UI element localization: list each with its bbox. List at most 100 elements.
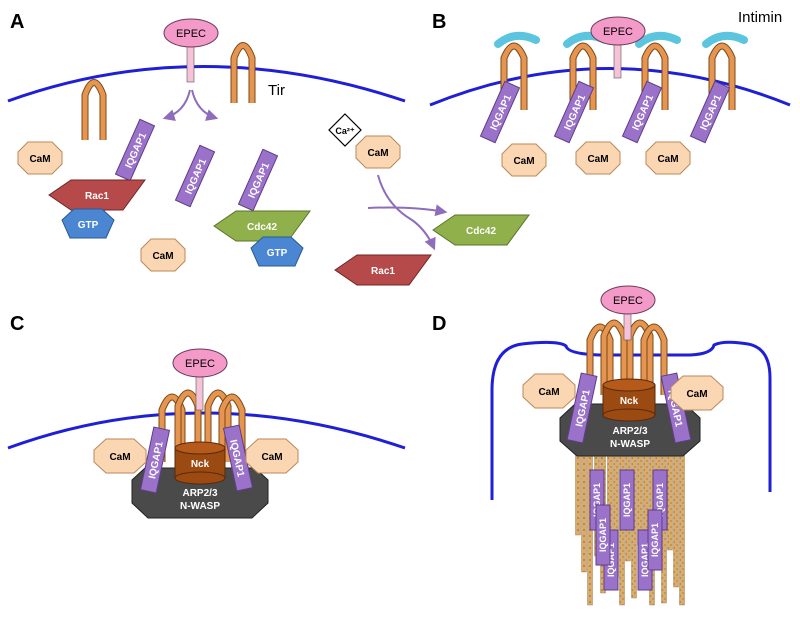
panel-label-b: B bbox=[432, 11, 446, 33]
cam-a-3: CaM bbox=[355, 135, 401, 169]
arrow-a-cdc42 bbox=[367, 204, 448, 217]
actin-filament bbox=[673, 454, 679, 588]
calcium-ion: Ca²⁺ bbox=[328, 113, 362, 147]
cdc42-a-1: Cdc42 bbox=[213, 210, 311, 242]
rac1-label: Rac1 bbox=[85, 191, 109, 202]
iqgap1-filament-label: IQGAP1 bbox=[592, 483, 602, 517]
nck-label: Nck bbox=[191, 459, 210, 470]
svg-text:CaM: CaM bbox=[538, 387, 559, 398]
arp-label-d-1: ARP2/3 bbox=[612, 426, 647, 437]
iqgap1-b-1: IQGAP1 bbox=[479, 80, 521, 144]
epec-a bbox=[163, 18, 219, 48]
cam-a-1: CaM bbox=[17, 141, 63, 175]
iqgap1-filament-label: IQGAP1 bbox=[622, 483, 632, 517]
iqgap1-filament-label: IQGAP1 bbox=[606, 543, 616, 577]
cam-d-2: CaM bbox=[670, 375, 724, 411]
cam-d-1: CaM bbox=[522, 373, 576, 409]
svg-text:EPEC: EPEC bbox=[613, 295, 643, 307]
panel-c: EPEC ARP2/3 N-WASP Nck IQGAP1 IQGAP1 CaM… bbox=[7, 348, 406, 519]
cdc42-label: Cdc42 bbox=[247, 222, 277, 233]
svg-text:CaM: CaM bbox=[109, 452, 130, 463]
intimin-b-3 bbox=[635, 31, 681, 48]
svg-text:CaM: CaM bbox=[657, 154, 678, 165]
membrane-a bbox=[7, 65, 406, 103]
cam-c-1: CaM bbox=[93, 438, 147, 474]
iqgap1-filament-rod: IQGAP1 bbox=[595, 504, 611, 566]
iqgap1-filament-label: IQGAP1 bbox=[650, 523, 660, 557]
cdc42-a-2: Cdc42 bbox=[432, 214, 530, 246]
svg-text:CaM: CaM bbox=[587, 154, 608, 165]
cam-b-3: CaM bbox=[645, 141, 691, 175]
iqgap1-a-1: IQGAP1 bbox=[114, 118, 156, 182]
rac1-a: Rac1 bbox=[48, 179, 146, 211]
panel-label-a: A bbox=[10, 11, 24, 33]
tir-b-3 bbox=[635, 31, 681, 110]
membrane-b bbox=[429, 67, 791, 107]
epec-stalk-a bbox=[186, 41, 195, 83]
cam-b-2: CaM bbox=[575, 141, 621, 175]
tir-b-1 bbox=[494, 31, 540, 110]
membrane-c bbox=[7, 411, 406, 450]
gtp-label: GTP bbox=[78, 220, 99, 231]
svg-text:GTP: GTP bbox=[267, 248, 288, 259]
tir-c bbox=[158, 389, 246, 462]
panel-d: EPEC ARP2/3 N-WASP Nck IQGAP1 IQGAP1 CaM… bbox=[490, 285, 772, 606]
cam-c-2: CaM bbox=[245, 438, 299, 474]
svg-text:CaM: CaM bbox=[261, 452, 282, 463]
nck-d: Nck bbox=[602, 378, 656, 422]
membrane-d bbox=[490, 340, 772, 500]
arp-label-d-2: N-WASP bbox=[610, 439, 650, 450]
svg-text:EPEC: EPEC bbox=[185, 358, 215, 370]
epec-stalk-b bbox=[613, 39, 622, 79]
nck-c: Nck bbox=[174, 441, 226, 485]
svg-text:CaM: CaM bbox=[686, 389, 707, 400]
iqgap1-a-2: IQGAP1 bbox=[174, 144, 216, 208]
svg-text:CaM: CaM bbox=[152, 251, 173, 262]
arrow-a-right bbox=[191, 89, 219, 121]
epec-b bbox=[590, 16, 646, 46]
cam-label: CaM bbox=[29, 154, 50, 165]
svg-text:Cdc42: Cdc42 bbox=[466, 226, 496, 237]
gtp-a-1: GTP bbox=[61, 208, 115, 239]
actin-filament bbox=[667, 454, 673, 551]
rac1-a-2: Rac1 bbox=[334, 254, 432, 286]
arp-label-c-1: ARP2/3 bbox=[182, 488, 217, 499]
svg-text:CaM: CaM bbox=[367, 148, 388, 159]
arrow-a-left bbox=[162, 89, 191, 121]
epec-d bbox=[600, 285, 656, 315]
iqgap1-filament-label: IQGAP1 bbox=[655, 483, 665, 517]
epec-label-a: EPEC bbox=[176, 28, 206, 40]
intimin-b-1 bbox=[494, 31, 540, 48]
iqgap1-c-1: IQGAP1 bbox=[139, 426, 171, 494]
gtp-a-2: GTP bbox=[250, 236, 304, 267]
iqgap1-filament-label: IQGAP1 bbox=[598, 518, 608, 552]
panel-a: Tir EPEC CaM IQGAP1 Rac1 GTP IQGAP1 bbox=[7, 18, 530, 286]
epec-c bbox=[172, 348, 228, 378]
actin-filament bbox=[581, 454, 587, 573]
svg-text:Nck: Nck bbox=[620, 396, 639, 407]
iqgap1-d-1: IQGAP1 bbox=[566, 372, 598, 444]
panel-b: Intimin EPEC IQGAP1 I bbox=[429, 9, 791, 177]
tir-b-4 bbox=[702, 31, 748, 110]
arp-label-c-2: N-WASP bbox=[180, 501, 220, 512]
actin-filament bbox=[679, 454, 685, 606]
panel-label-c: C bbox=[10, 313, 24, 335]
panel-label-d: D bbox=[432, 313, 446, 335]
iqgap1-filament-rod: IQGAP1 bbox=[619, 469, 635, 531]
svg-text:EPEC: EPEC bbox=[603, 26, 633, 38]
cam-b-1: CaM bbox=[501, 143, 547, 177]
tir-label: Tir bbox=[268, 82, 285, 99]
calcium-label: Ca²⁺ bbox=[335, 126, 355, 136]
iqgap1-filament-label: IQGAP1 bbox=[640, 543, 650, 577]
svg-text:Rac1: Rac1 bbox=[371, 266, 395, 277]
svg-text:CaM: CaM bbox=[513, 156, 534, 167]
iqgap1-filament-rod: IQGAP1 bbox=[647, 509, 663, 571]
iqgap1-a-3: IQGAP1 bbox=[237, 148, 279, 212]
arrow-a-rac1 bbox=[377, 174, 436, 251]
intimin-label: Intimin bbox=[738, 9, 782, 26]
actin-filament bbox=[575, 454, 581, 536]
intimin-b-4 bbox=[702, 31, 748, 48]
